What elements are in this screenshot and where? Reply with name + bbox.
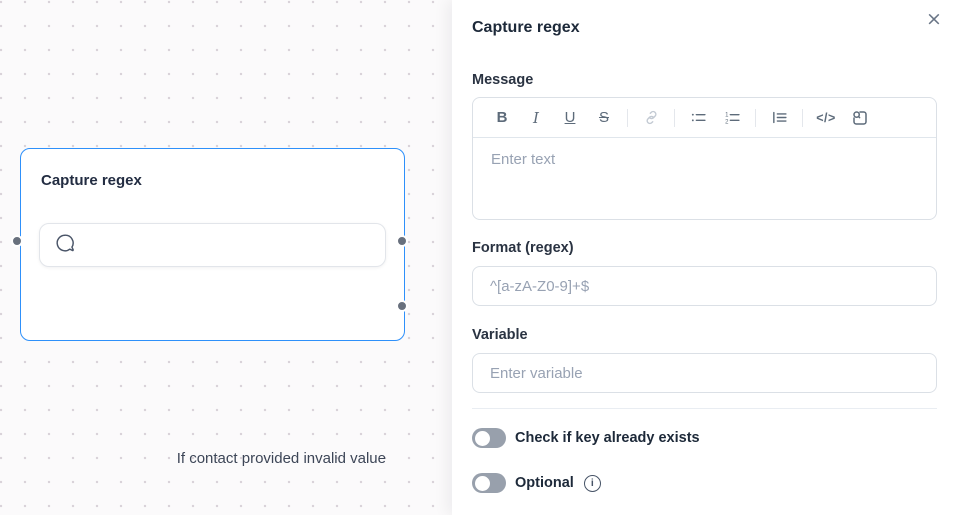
ordered-list-icon[interactable]: 1 2 — [720, 106, 744, 130]
bullet-list-icon[interactable] — [686, 106, 710, 130]
format-label: Format (regex) — [472, 240, 574, 256]
panel-title: Capture regex — [472, 19, 580, 36]
toggle-knob — [474, 475, 490, 491]
node-input-port[interactable] — [12, 236, 21, 245]
underline-icon[interactable]: U — [558, 106, 582, 130]
close-icon[interactable]: × — [921, 6, 947, 32]
toolbar-divider — [755, 108, 756, 127]
variable-label: Variable — [472, 327, 528, 343]
svg-text:2: 2 — [725, 120, 729, 126]
variable-input[interactable] — [472, 353, 937, 393]
blockquote-icon[interactable] — [767, 106, 791, 130]
flow-canvas[interactable]: Capture regex If contact provided invali… — [0, 0, 452, 515]
toolbar-divider — [627, 108, 628, 127]
insert-variable-icon[interactable] — [848, 106, 872, 130]
section-divider — [472, 408, 937, 409]
node-config-panel: × Capture regex Message B I U S — [452, 0, 956, 515]
link-icon[interactable] — [639, 106, 663, 130]
svg-text:1: 1 — [725, 112, 729, 118]
message-editor: B I U S 1 2 — [472, 97, 937, 220]
toolbar-divider — [674, 108, 675, 127]
check-key-exists-row: Check if key already exists — [472, 428, 937, 448]
toggle-knob — [474, 430, 490, 446]
message-label: Message — [472, 72, 534, 88]
check-key-exists-label: Check if key already exists — [515, 430, 700, 446]
node-message-preview[interactable] — [39, 223, 386, 267]
node-title: Capture regex — [41, 172, 142, 189]
info-icon[interactable]: i — [583, 474, 601, 492]
bold-icon[interactable]: B — [490, 106, 514, 130]
node-branch-label: If contact provided invalid value — [176, 450, 386, 467]
code-icon[interactable]: </> — [814, 106, 838, 130]
italic-icon[interactable]: I — [524, 106, 548, 130]
optional-toggle[interactable] — [472, 473, 506, 493]
optional-row: Optional i — [472, 473, 937, 493]
node-output-port[interactable] — [397, 236, 406, 245]
node-invalid-output-port[interactable] — [397, 301, 406, 310]
chat-bubble-icon — [54, 232, 76, 259]
optional-label: Optional — [515, 475, 574, 491]
capture-regex-node[interactable]: Capture regex If contact provided invali… — [20, 148, 405, 467]
richtext-toolbar: B I U S 1 2 — [473, 98, 936, 138]
message-input[interactable] — [473, 138, 936, 219]
format-regex-input[interactable] — [472, 266, 937, 306]
check-key-exists-toggle[interactable] — [472, 428, 506, 448]
strikethrough-icon[interactable]: S — [592, 106, 616, 130]
toolbar-divider — [802, 108, 803, 127]
